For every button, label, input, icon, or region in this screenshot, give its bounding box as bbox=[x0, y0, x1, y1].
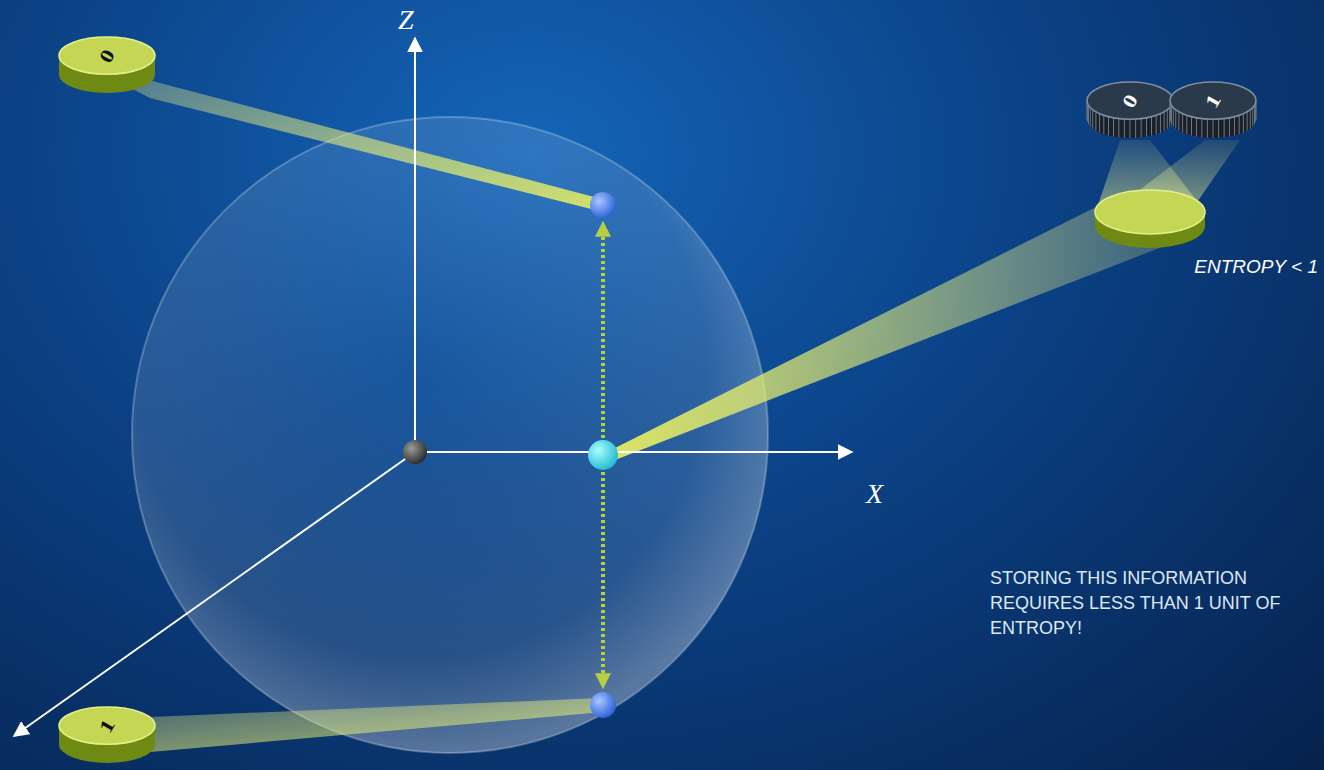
green-coin: 1 bbox=[57, 705, 157, 767]
green-coin: 0 bbox=[57, 35, 157, 97]
coin-shape bbox=[57, 35, 157, 97]
coin-shape bbox=[1168, 80, 1258, 142]
axis-label: X bbox=[866, 478, 883, 510]
entropy-note: ENTROPY < 1 bbox=[1194, 256, 1318, 278]
coin-shape bbox=[1085, 80, 1175, 142]
storage-note: STORING THIS INFORMATION REQUIRES LESS T… bbox=[990, 566, 1316, 642]
coin-shape bbox=[57, 705, 157, 767]
axis-label: Z bbox=[398, 4, 414, 36]
dark-coin: 1 bbox=[1168, 80, 1258, 142]
dark-coin: 0 bbox=[1085, 80, 1175, 142]
